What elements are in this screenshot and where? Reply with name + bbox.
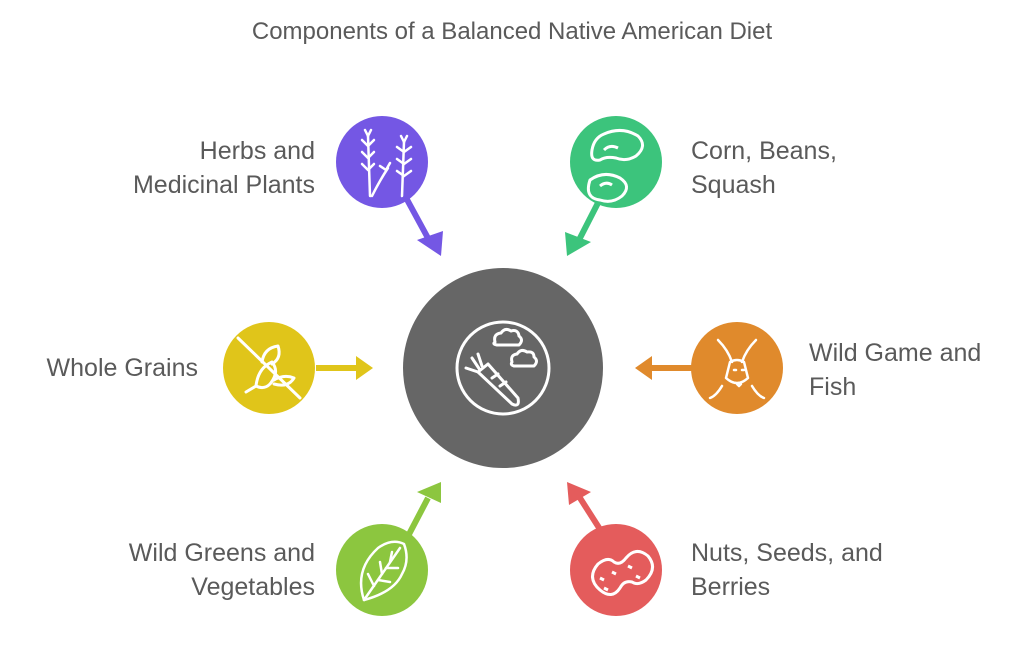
deer-icon <box>708 338 766 400</box>
node-greens-line1: Wild Greens and <box>128 539 315 567</box>
node-herbs-line1: Herbs and <box>199 137 315 165</box>
node-game-label: Wild Game and Fish <box>809 336 981 404</box>
arrow-greens <box>403 482 441 542</box>
node-herbs-label: Herbs and Medicinal Plants <box>133 134 315 202</box>
arrow-nuts <box>567 482 606 536</box>
node-greens-label: Wild Greens and Vegetables <box>129 536 315 604</box>
node-corn-line2: Squash <box>691 171 776 199</box>
arrow-corn <box>565 195 604 256</box>
peanut-icon <box>591 550 654 596</box>
node-herbs-circle <box>336 116 428 208</box>
leaf-icon <box>359 540 408 602</box>
node-game-line2: Fish <box>809 373 857 401</box>
node-greens-line2: Vegetables <box>191 573 315 601</box>
arrow-herbs <box>401 192 443 256</box>
node-nuts-line1: Nuts, Seeds, and <box>691 539 883 567</box>
arrow-grains <box>316 356 373 380</box>
no-grain-icon <box>236 336 302 400</box>
node-grains-line1: Whole Grains <box>46 354 198 382</box>
beans-icon <box>586 129 644 203</box>
node-game-circle <box>691 322 783 414</box>
node-nuts-line2: Berries <box>691 573 771 601</box>
arrow-game <box>635 356 692 380</box>
diagram-title: Components of a Balanced Native American… <box>251 18 773 45</box>
node-nuts-circle <box>570 524 662 616</box>
center-circle <box>403 268 603 468</box>
vegetables-plate-icon <box>455 320 551 416</box>
node-nuts-label: Nuts, Seeds, and Berries <box>691 536 883 604</box>
node-corn-line1: Corn, Beans, <box>691 137 837 165</box>
node-corn-label: Corn, Beans, Squash <box>691 134 837 202</box>
node-herbs-line2: Medicinal Plants <box>132 171 315 199</box>
node-grains-label: Whole Grains <box>47 351 198 385</box>
node-game-line1: Wild Game and <box>809 339 982 367</box>
herbs-icon <box>360 128 413 198</box>
